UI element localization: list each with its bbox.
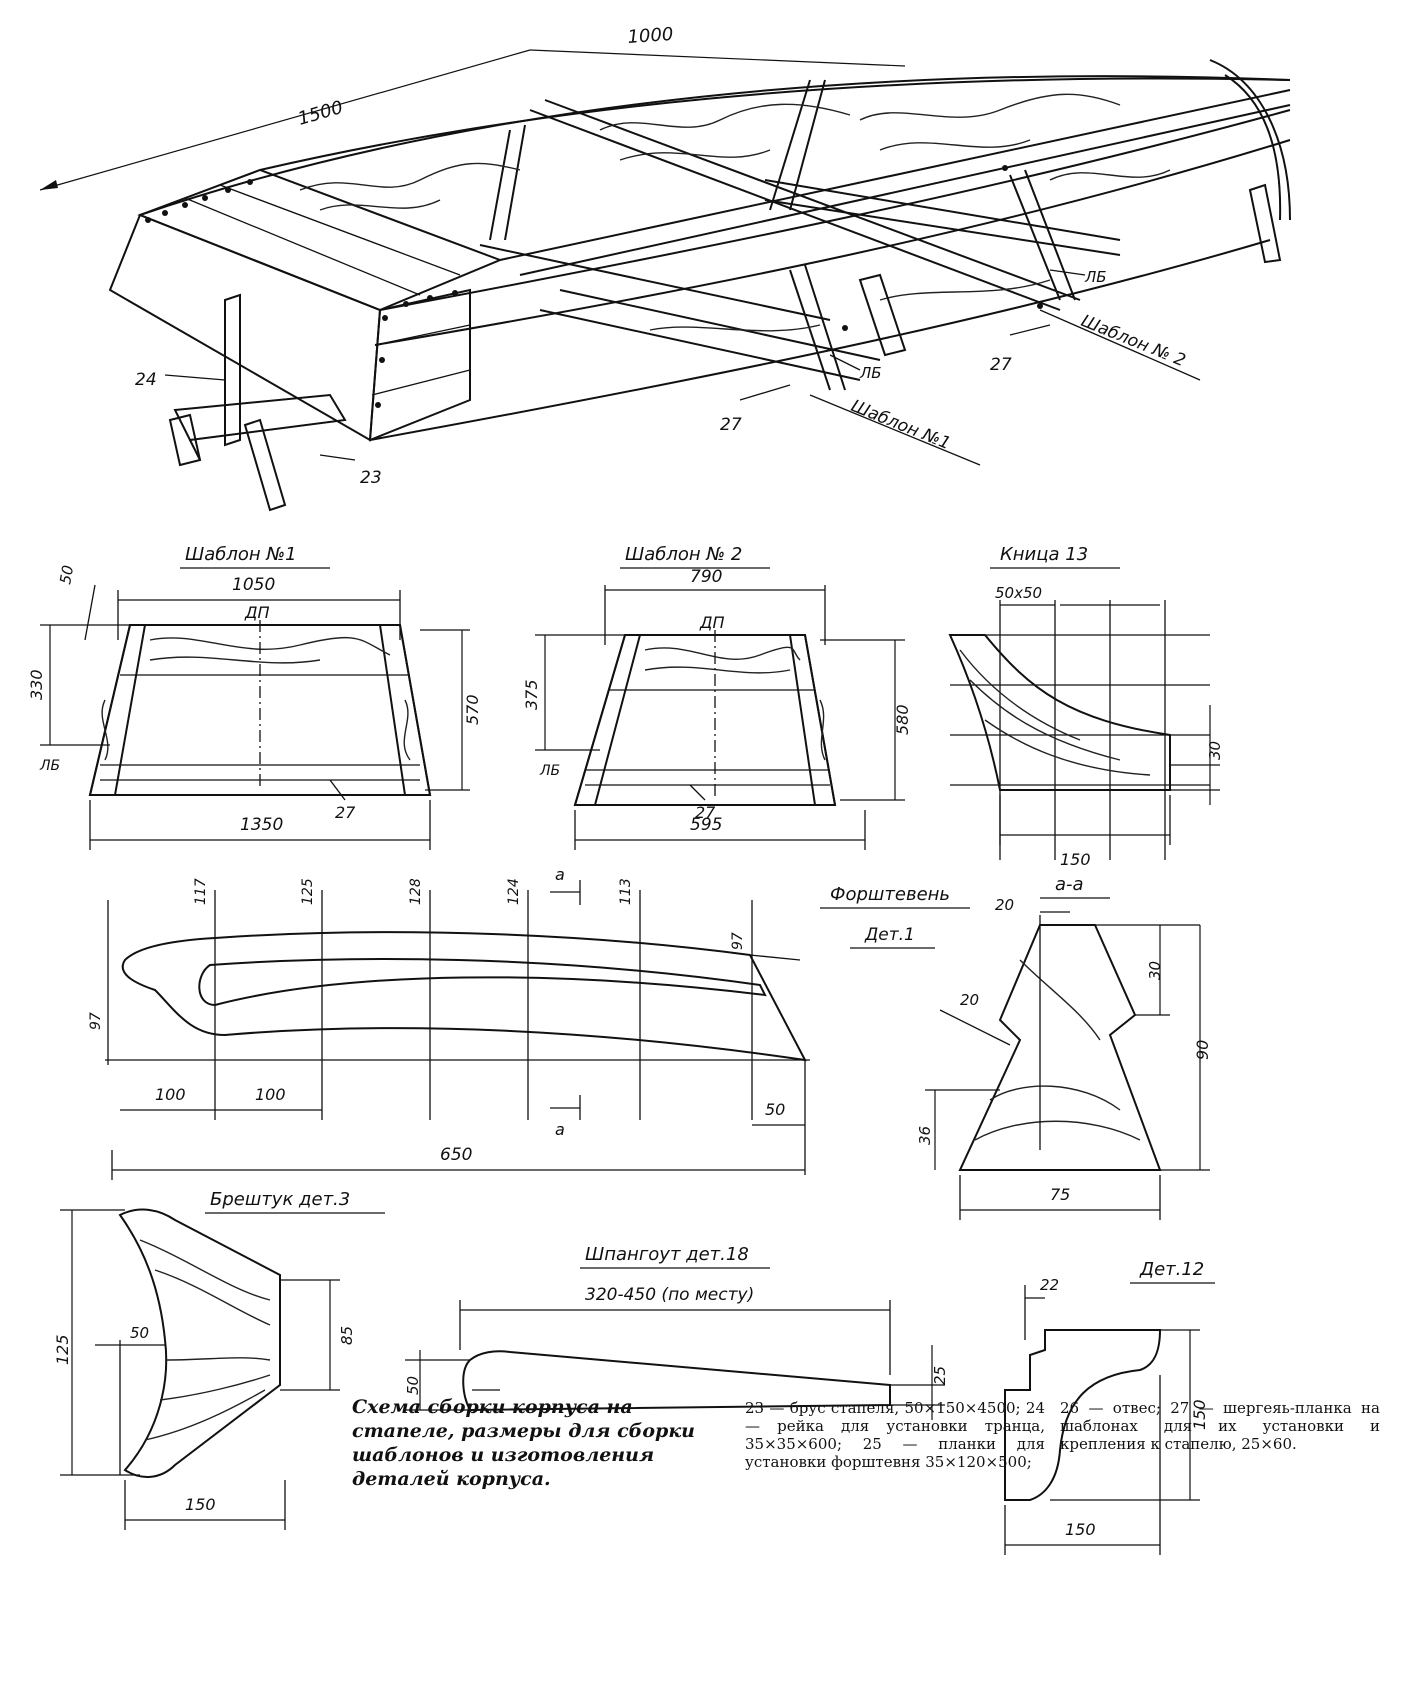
frame-length: 320-450 (по месту) [585,1285,754,1305]
stem-section-notch: 20 [960,991,979,1009]
label-24: 24 [135,370,157,390]
label-template-1: Шаблон №1 [848,396,953,454]
knee-title: Кница 13 [1000,544,1088,565]
frame-drawing: Шпангоут дет.18 320-450 (по месту) 50 25 [404,1244,949,1420]
t1-side-height: 330 [27,669,46,700]
stem-section-part: Дет.1 [864,925,915,945]
stem-h4: 124 [506,878,522,905]
frame-left: 50 [404,1376,422,1395]
knee-grid: 50x50 [995,584,1042,602]
label-template-2: Шаблон № 2 [1078,311,1188,371]
stem-h5: 113 [618,878,634,905]
dim-1500-label: 1500 [296,97,346,130]
stem-section-label: а-а [1055,874,1084,895]
t1-bottom-width: 1350 [240,815,283,835]
label-27-a: 27 [720,415,742,435]
dim-1000-label: 1000 [627,24,674,48]
legend-column-1: 23 — брус стапеля, 50×150×4500; 24 — рей… [745,1399,1045,1471]
stem-section-drawing: Форштевень Дет.1 а-а 20 30 90 20 36 75 [820,874,1212,1220]
stem-section-upper: 30 [1146,961,1164,980]
stem-section-top: а [555,865,565,884]
label-lb-a: ЛБ [859,364,882,382]
det12-top: 22 [1040,1276,1059,1294]
dimension-1000: 1000 [529,24,906,67]
stem-section-lower: 36 [916,1126,934,1145]
template-2-drawing: Шаблон № 2 790 ДП 375 ЛБ 580 595 27 [522,544,912,850]
knee-width: 150 [1060,850,1091,869]
stem-h2: 125 [300,878,316,905]
breasthook-height: 125 [53,1334,72,1365]
t1-top-width: 1050 [232,575,275,595]
t1-height: 570 [463,694,482,725]
t2-top-width: 790 [690,567,722,587]
slipway-stocks [168,183,1282,512]
dimension-1500: 1500 [39,49,531,191]
det12-height: 150 [1190,1399,1209,1430]
t1-dp: ДП [244,603,270,622]
figure-caption: Схема сборки корпуса на стапеле, размеры… [352,1396,695,1490]
det12-width: 150 [1065,1520,1096,1539]
stem-length: 650 [440,1145,472,1165]
stem-h1: 117 [193,878,209,905]
breasthook-right: 85 [338,1326,356,1345]
stem-section-title: Форштевень [830,884,950,905]
t1-lb: ЛБ [39,758,60,774]
t1-part: 27 [335,803,356,822]
frame-right: 25 [931,1366,949,1385]
t2-side-height: 375 [522,679,541,710]
breasthook-title: Брештук дет.3 [210,1189,350,1210]
t2-lb: ЛБ [539,763,560,779]
knee-13-drawing: Кница 13 50x50 30 150 [948,544,1224,869]
legend-column-2: 26 — отвес; 27 — шергеяь-планка на шабло… [1060,1399,1380,1453]
stem-section-height: 90 [1193,1040,1212,1060]
stem-section-width: 75 [1050,1185,1070,1204]
transom [108,213,382,442]
t2-height: 580 [893,704,912,735]
frame-title: Шпангоут дет.18 [585,1244,749,1265]
label-lb-b: ЛБ [1084,268,1107,286]
template-2-title: Шаблон № 2 [625,544,742,565]
stem-profile-drawing: 117 125 128 124 113 97 97 а а 100 100 50… [88,865,810,1180]
label-23: 23 [360,468,382,488]
stem-end: 50 [765,1100,785,1119]
boat-assembly-view: 1500 1000 [39,24,1291,512]
stem-h3: 128 [408,878,424,905]
t2-dp: ДП [699,613,725,632]
knee-height: 30 [1206,741,1224,760]
stem-left-height: 97 [88,1012,104,1030]
t2-bottom-width: 595 [690,815,722,835]
hull-outline [108,59,1291,442]
template-1-title: Шаблон №1 [185,544,297,565]
det12-title: Дет.12 [1139,1259,1204,1280]
detail-12-drawing: Дет.12 22 150 150 [1004,1259,1215,1555]
stem-spacing-1: 100 [155,1085,186,1104]
label-27-b: 27 [990,355,1012,375]
breasthook-width: 150 [185,1495,216,1514]
stem-section-top: 20 [995,896,1014,914]
stem-section-bottom: а [555,1120,565,1139]
stem-h6: 97 [730,932,746,950]
breasthook-drawing: Брештук дет.3 125 50 85 150 [53,1189,385,1530]
breasthook-inner: 50 [130,1324,149,1342]
t1-offset: 50 [56,564,77,586]
t2-part: 27 [695,803,716,822]
stem-spacing-2: 100 [255,1085,286,1104]
template-1-drawing: Шаблон №1 1050 50 ДП 330 ЛБ 570 [27,544,482,850]
